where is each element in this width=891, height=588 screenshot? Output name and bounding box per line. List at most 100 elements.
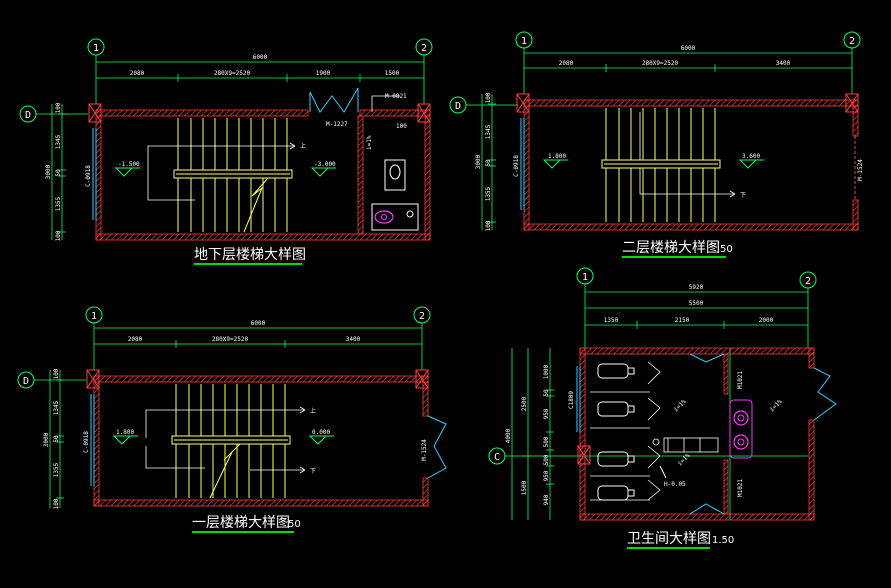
dim-segment: 280X9=2520	[212, 336, 249, 343]
axis-label: 1	[582, 272, 588, 283]
elevation-marker-left: -1.500	[114, 161, 140, 177]
slope-label: i=1%	[676, 452, 691, 467]
dimension-lines	[505, 284, 809, 520]
window	[576, 366, 581, 432]
door-swing	[309, 87, 359, 113]
door-label: M-1524	[421, 439, 428, 461]
dim-vertical: 2500	[521, 396, 528, 411]
dim-segment: 1500	[385, 70, 400, 77]
drawing-scale: 50	[720, 244, 733, 255]
axis-label: 2	[421, 43, 427, 54]
axis-bubble-c: C	[488, 447, 506, 465]
dim-segment: 2000	[759, 317, 774, 324]
dim-segment: 1900	[316, 70, 331, 77]
axis-label: C	[494, 452, 500, 463]
dim-vertical: 1000	[543, 364, 550, 379]
dim-vertical-total: 3000	[45, 164, 52, 179]
dim-segment: 2080	[559, 60, 574, 67]
dim-segment: 3400	[346, 336, 361, 343]
drawing-title: 地下层楼梯大样图	[194, 247, 306, 263]
axis-label: 1	[91, 311, 97, 322]
elevation-label: -3.000	[314, 161, 336, 168]
drawing-title: 卫生间大样图	[627, 531, 711, 547]
dim-vertical: 1355	[55, 196, 62, 211]
axis-bubble-2: 2	[413, 306, 431, 324]
dim-vertical: 100	[485, 92, 492, 103]
door-swing	[427, 415, 447, 479]
dim-total: 5500	[689, 300, 704, 307]
dim-vertical: 100	[53, 498, 60, 509]
axis-bubble-2: 2	[415, 38, 433, 56]
slope-label: i=1%	[672, 398, 687, 413]
walls	[86, 369, 429, 507]
dim-vertical: 500	[543, 436, 550, 447]
window	[92, 128, 97, 220]
window-label: C-0918	[83, 431, 90, 453]
axis-label: 1	[93, 43, 99, 54]
elevation-marker-left: 1.800	[112, 429, 138, 445]
window-label: C1809	[568, 391, 575, 409]
axis-bubble-1: 1	[85, 306, 103, 324]
dim-total: 6000	[251, 320, 266, 327]
elevation-label: 0.000	[312, 429, 330, 436]
slope-label: i=1%	[366, 135, 373, 150]
dim-segment: 2080	[130, 70, 145, 77]
drawing-scale: 1.50	[712, 535, 734, 546]
axis-bubble-2: 2	[843, 31, 861, 49]
dim-vertical: 1355	[485, 186, 492, 201]
dim-vertical-total: 3000	[43, 432, 50, 447]
dim-segment: 3400	[776, 60, 791, 67]
plan-toilet: 1 2 C	[488, 267, 837, 549]
dim-segment: 280X9=2520	[214, 70, 251, 77]
walls	[88, 103, 431, 241]
window-label: C-0918	[513, 155, 520, 177]
elevation-label: -1.500	[118, 161, 140, 168]
dim-segment: 280X9=2520	[642, 60, 679, 67]
plan-first-floor: 1 2 D 6000 2080 280X9=2520 3400	[17, 306, 447, 533]
dim-vertical: 1500	[521, 480, 528, 495]
window	[90, 394, 95, 486]
elevation-marker-right: 3.600	[738, 153, 764, 169]
walls	[577, 347, 815, 521]
stair-treads	[171, 384, 291, 498]
dim-total: 6000	[681, 45, 696, 52]
down-label: 下	[310, 468, 316, 475]
dim-vertical: 50	[485, 159, 492, 167]
axis-label: D	[25, 110, 31, 121]
door-label: M1021	[737, 371, 744, 389]
drawing-scale: 50	[288, 519, 301, 530]
door-swing	[689, 353, 837, 515]
dim-segment: 1350	[604, 317, 619, 324]
axis-bubble-1: 1	[576, 267, 594, 285]
door-label: M-1227	[326, 121, 348, 128]
elevation-marker-right: 0.000	[308, 429, 334, 445]
dim-vertical: 1345	[53, 400, 60, 415]
axis-bubble-d: D	[449, 96, 467, 114]
washbasins	[729, 399, 753, 459]
axis-label: 1	[521, 36, 527, 47]
dim-vertical: 50	[55, 169, 62, 177]
dimension-lines	[466, 48, 853, 230]
up-label: 上	[300, 142, 306, 150]
axis-label: 2	[805, 276, 811, 287]
window	[520, 118, 525, 210]
elevation-marker-right: -3.000	[310, 161, 336, 177]
dim-vertical: 100	[55, 102, 62, 113]
elevation-label: 1.800	[116, 429, 134, 436]
door-label: M-1524	[857, 159, 864, 181]
axis-label: D	[455, 101, 461, 112]
axis-bubble-d: D	[17, 371, 35, 389]
axis-bubble-1: 1	[515, 31, 533, 49]
plan-second-floor: 1 2 D 6000 2080 280X9=2520 3400	[449, 31, 864, 258]
dim-vertical-total: 4000	[505, 428, 512, 443]
dimension-lines	[36, 55, 425, 240]
up-label: 上	[310, 407, 316, 415]
window-label: C-0918	[85, 165, 92, 187]
stair-arrow	[639, 112, 736, 198]
toilet-fixture	[371, 159, 419, 231]
dim-vertical-total: 3000	[475, 154, 482, 169]
toilet-stalls	[590, 361, 719, 501]
break-line	[209, 443, 241, 499]
dim-total: 6000	[253, 54, 268, 61]
